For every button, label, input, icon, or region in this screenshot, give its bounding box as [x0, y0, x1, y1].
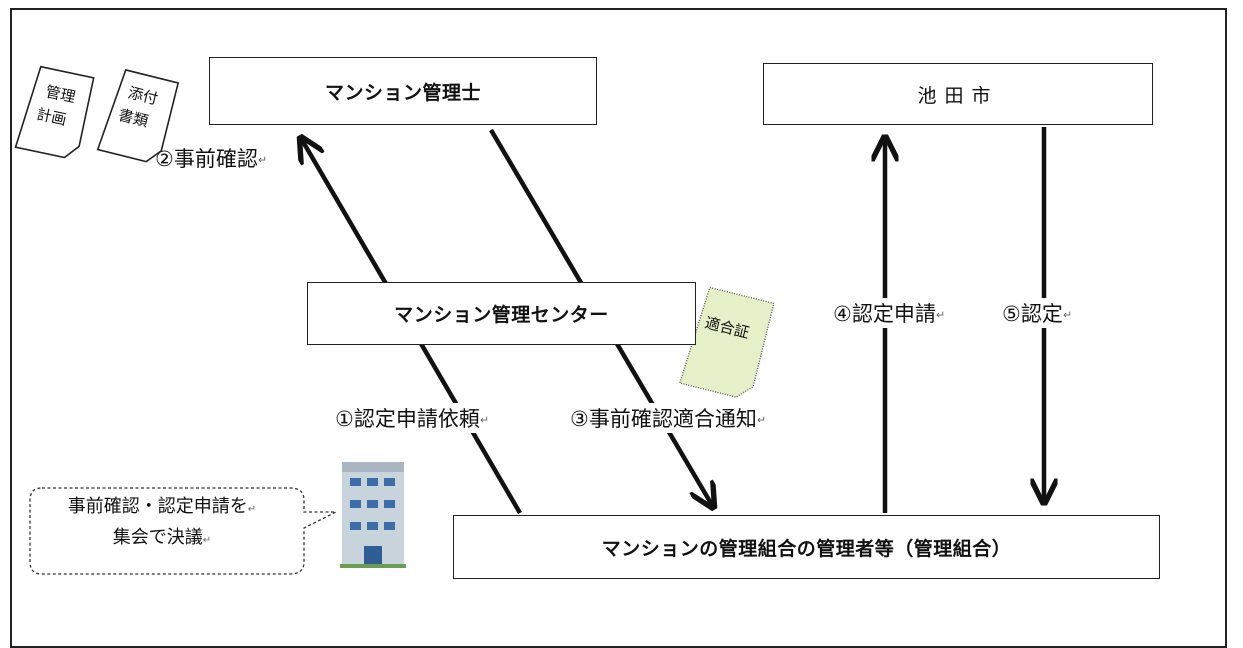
label-jizen-kakunin: ②事前確認↵ [155, 147, 268, 171]
document-icon: 管理 計画 [14, 65, 95, 159]
label-tekigou-tsuuchi: ③事前確認適合通知↵ [567, 403, 770, 433]
flow-arrows: 管理 計画 添付 書類 適合証 [14, 65, 1243, 575]
box-label: マンションの管理組合の管理者等（管理組合） [601, 537, 1012, 560]
box-ikeda-city: 池田市 [763, 63, 1153, 125]
label-nintei: ⑤認定↵ [999, 298, 1076, 328]
box-label: マンション管理センター [394, 304, 609, 326]
label-nintei-shinsei: ④認定申請↵ [830, 298, 949, 328]
box-label: マンション管理士 [324, 81, 481, 104]
box-mansion-kanrishi: マンション管理士 [209, 57, 597, 125]
svg-text:管理: 管理 [44, 82, 77, 106]
certificate-icon: 適合証 [678, 286, 775, 398]
callout-bubble [29, 487, 337, 575]
box-kanri-center: マンション管理センター [307, 282, 696, 345]
box-kanri-kumiai: マンションの管理組合の管理者等（管理組合） [453, 515, 1160, 579]
callout-text: 事前確認・認定申請を↵ 集会で決議↵ [67, 496, 257, 548]
label-shinsei-irai: ①認定申請依頼↵ [332, 403, 493, 433]
svg-text:計画: 計画 [35, 105, 68, 129]
document-icon: 添付 書類 [96, 68, 180, 163]
box-label: 池田市 [917, 84, 999, 107]
building-icon [340, 462, 406, 568]
